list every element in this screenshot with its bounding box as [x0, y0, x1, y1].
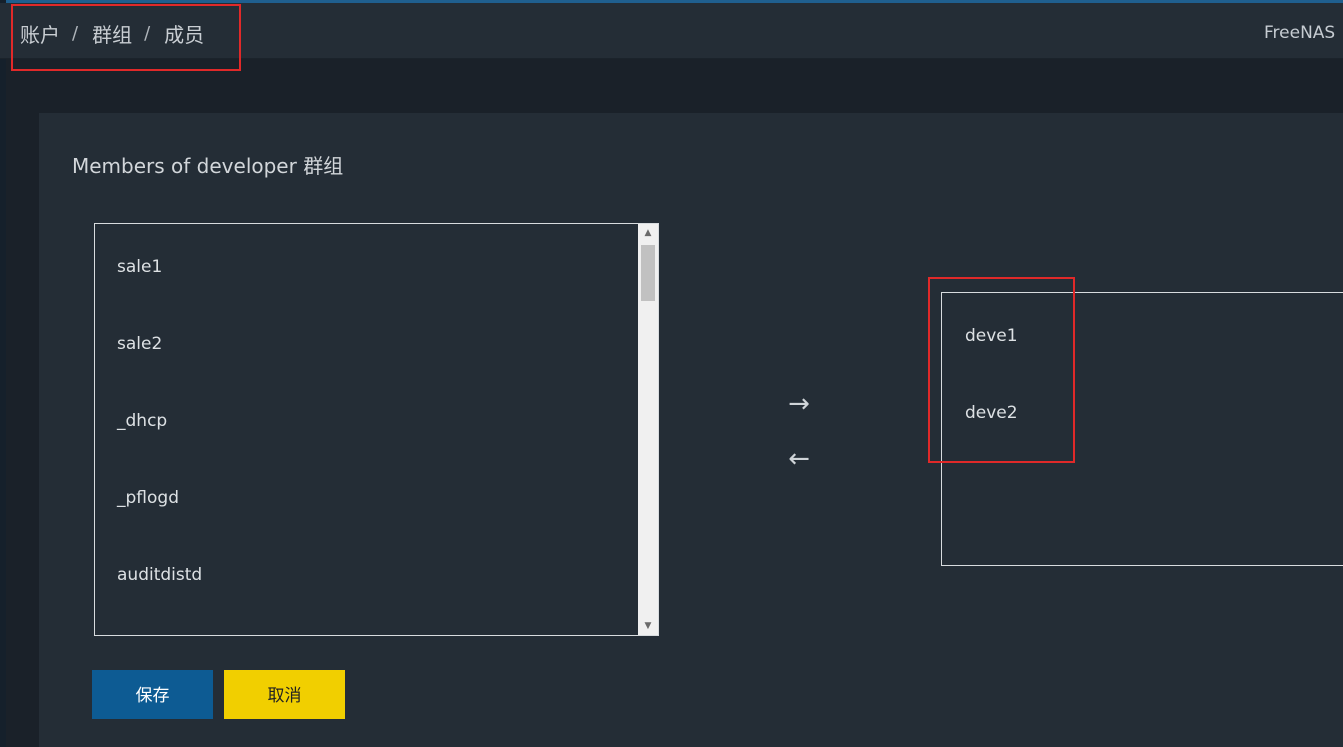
- selected-members-list[interactable]: deve1 deve2: [941, 292, 1343, 566]
- available-users-list[interactable]: sale1 sale2 _dhcp _pflogd auditdistd ▲ ▼: [94, 223, 659, 636]
- list-item[interactable]: _pflogd: [117, 488, 179, 508]
- breadcrumb-item-groups[interactable]: 群组: [92, 23, 133, 47]
- selected-members-highlight-box: [928, 277, 1075, 463]
- breadcrumb-item-members: 成员: [164, 23, 205, 47]
- list-item[interactable]: sale1: [117, 257, 163, 277]
- members-card: Members of developer 群组 sale1 sale2 _dhc…: [39, 113, 1343, 747]
- move-left-icon[interactable]: ←: [788, 444, 810, 474]
- top-bar: 账户 / 群组 / 成员 FreeNAS: [0, 3, 1343, 59]
- top-accent-line: [0, 0, 1343, 3]
- breadcrumb: 账户 / 群组 / 成员: [20, 19, 204, 48]
- brand-name: FreeNAS: [1264, 23, 1336, 43]
- save-button[interactable]: 保存: [92, 670, 213, 719]
- move-right-icon[interactable]: →: [788, 389, 810, 419]
- scroll-down-icon[interactable]: ▼: [644, 621, 652, 631]
- list-item[interactable]: sale2: [117, 334, 163, 354]
- list-item[interactable]: _dhcp: [117, 411, 168, 431]
- list-scrollbar[interactable]: ▲ ▼: [638, 224, 658, 635]
- list-item[interactable]: deve1: [965, 326, 1018, 346]
- scroll-up-icon[interactable]: ▲: [644, 228, 652, 238]
- breadcrumb-separator: /: [144, 23, 151, 44]
- sidebar-edge: [0, 0, 6, 747]
- list-item[interactable]: auditdistd: [117, 565, 203, 585]
- scroll-thumb[interactable]: [641, 245, 655, 301]
- breadcrumb-highlight-box: [11, 4, 241, 71]
- breadcrumb-item-accounts[interactable]: 账户: [20, 23, 60, 47]
- page-title: Members of developer 群组: [72, 154, 344, 178]
- breadcrumb-separator: /: [72, 23, 79, 44]
- list-item[interactable]: deve2: [965, 403, 1018, 423]
- cancel-button[interactable]: 取消: [224, 670, 345, 719]
